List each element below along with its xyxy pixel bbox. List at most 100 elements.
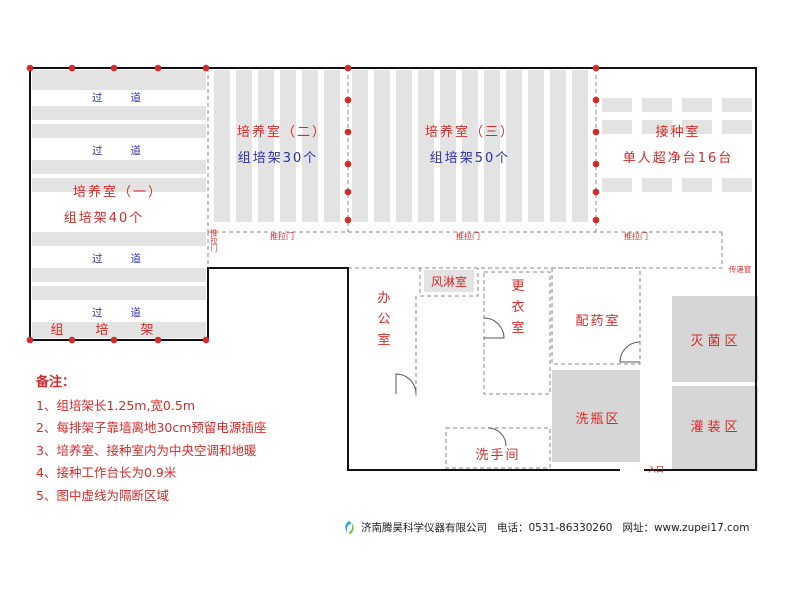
clean-bench: [602, 98, 632, 112]
wall-marker-dot: [26, 336, 34, 344]
shelf-column: [352, 70, 368, 222]
clean-bench: [722, 178, 752, 192]
shelf-row: [32, 268, 206, 282]
shelf-column: [396, 70, 412, 222]
office-label: 办公室: [375, 291, 391, 354]
dispensing-room-label: 配药室: [575, 313, 620, 329]
aisle-label: 过道: [92, 91, 169, 104]
note-item: 2、每排架子靠墙离地30cm预留电源插座: [36, 420, 267, 436]
hand-wash-label: 洗手间: [475, 448, 520, 463]
shelf-row: [32, 286, 206, 300]
clean-bench: [722, 98, 752, 112]
aisle-label: 过道: [92, 306, 169, 319]
clean-bench: [682, 120, 712, 134]
wall-marker-dot: [344, 128, 352, 136]
air-shower-label: 风淋室: [431, 274, 467, 289]
culture-room-3-detail: 组培架50个: [430, 150, 511, 166]
culture-room-1-name: 培养室（一）: [73, 184, 163, 200]
wall-markers: [26, 64, 600, 344]
clean-bench: [682, 178, 712, 192]
wall-marker-dot: [202, 64, 210, 72]
wall-marker-dot: [344, 96, 352, 104]
entrance-label: 入口: [648, 465, 664, 474]
door-swings: [395, 317, 641, 447]
wall-marker-dot: [592, 216, 600, 224]
wall-marker-dot: [592, 160, 600, 168]
sliding-door-label: 推拉门: [270, 231, 294, 241]
delivery-window-label: 传递窗: [729, 264, 752, 274]
shelf-column: [302, 70, 318, 222]
wall-marker-dot: [592, 188, 600, 196]
footer: 济南腾昊科学仪器有限公司 电话：0531-86330260 网址：www.zup…: [342, 518, 759, 536]
note-item: 4、接种工作台长为0.9米: [36, 465, 177, 481]
inoculation-room-name: 接种室: [655, 124, 700, 140]
filling-zone: [672, 386, 758, 470]
sterilization-zone-label: 灭菌区: [690, 334, 741, 349]
wall-marker-dot: [344, 188, 352, 196]
bottle-wash-zone: [552, 370, 640, 462]
wall-marker-dot: [592, 64, 600, 72]
shelf-column: [280, 70, 296, 222]
shelf-row: [32, 70, 206, 84]
shelf-row: [32, 232, 206, 246]
notes-title: 备注：: [36, 375, 76, 390]
sliding-door-label: 推拉门: [456, 231, 480, 241]
shelf-column: [418, 70, 434, 222]
clean-bench: [642, 120, 672, 134]
wall-marker-dot: [68, 336, 76, 344]
clean-bench: [642, 98, 672, 112]
wall-marker-dot: [344, 64, 352, 72]
wall-marker-dot: [110, 64, 118, 72]
bottle-wash-zone-label: 洗瓶区: [575, 412, 620, 427]
note-item: 3、培养室、接种室内为中央空调和地暖: [36, 442, 257, 458]
company-website: 网址：www.zupei17.com: [622, 521, 750, 534]
culture-room-3-name: 培养室（三）: [425, 124, 515, 140]
culture-room-2-3-shelves: [214, 70, 588, 222]
company-logo-icon: [345, 520, 354, 534]
clean-bench: [682, 98, 712, 112]
clean-bench: [722, 120, 752, 134]
sliding-door-labels: 推拉门 推拉门 推拉门 推拉门: [209, 227, 648, 252]
shelf-row: [32, 160, 206, 174]
shelf-column: [324, 70, 340, 222]
culture-room-2-name: 培养室（二）: [237, 124, 327, 140]
wall-marker-dot: [344, 216, 352, 224]
wall-marker-dot: [154, 336, 162, 344]
wall-marker-dot: [68, 64, 76, 72]
inoculation-room-detail: 单人超净台16台: [623, 151, 734, 166]
wall-marker-dot: [110, 336, 118, 344]
clean-bench: [642, 178, 672, 192]
sterilization-zone: [672, 296, 758, 382]
culture-room-2-detail: 组培架30个: [238, 150, 319, 166]
aisle-labels: 过道 过道 过道 过道: [92, 91, 169, 319]
shelf-column: [462, 70, 478, 222]
shelves-label: 组培架: [50, 322, 185, 338]
shelf-row: [32, 178, 206, 192]
air-shower-bg: [424, 270, 474, 292]
shelf-column: [258, 70, 274, 222]
company-name: 济南腾昊科学仪器有限公司: [361, 521, 487, 534]
wall-marker-dot: [592, 96, 600, 104]
note-item: 5、图中虚线为隔断区域: [36, 487, 169, 503]
culture-room-1-shelves: [32, 70, 206, 338]
shelf-column: [528, 70, 544, 222]
culture-room-1-detail: 组培架40个: [64, 210, 145, 226]
shelf-column: [550, 70, 566, 222]
shelf-column: [440, 70, 456, 222]
shelf-column: [374, 70, 390, 222]
aisle-label: 过道: [92, 252, 169, 265]
clean-bench: [602, 120, 632, 134]
changing-room-label: 更衣室: [509, 279, 525, 342]
note-item: 1、组培架长1.25m,宽0.5m: [36, 397, 195, 413]
filling-zone-label: 灌装区: [690, 420, 741, 435]
shelf-row: [32, 124, 206, 138]
aisle-label: 过道: [92, 144, 169, 157]
shelf-row: [32, 322, 206, 338]
wall-marker-dot: [344, 160, 352, 168]
shelf-column: [214, 70, 230, 222]
shelf-column: [484, 70, 500, 222]
inoculation-benches: [602, 98, 752, 192]
company-phone: 电话：0531-86330260: [497, 521, 613, 534]
shelf-column: [236, 70, 252, 222]
sliding-door-label: 推拉门: [624, 231, 648, 241]
